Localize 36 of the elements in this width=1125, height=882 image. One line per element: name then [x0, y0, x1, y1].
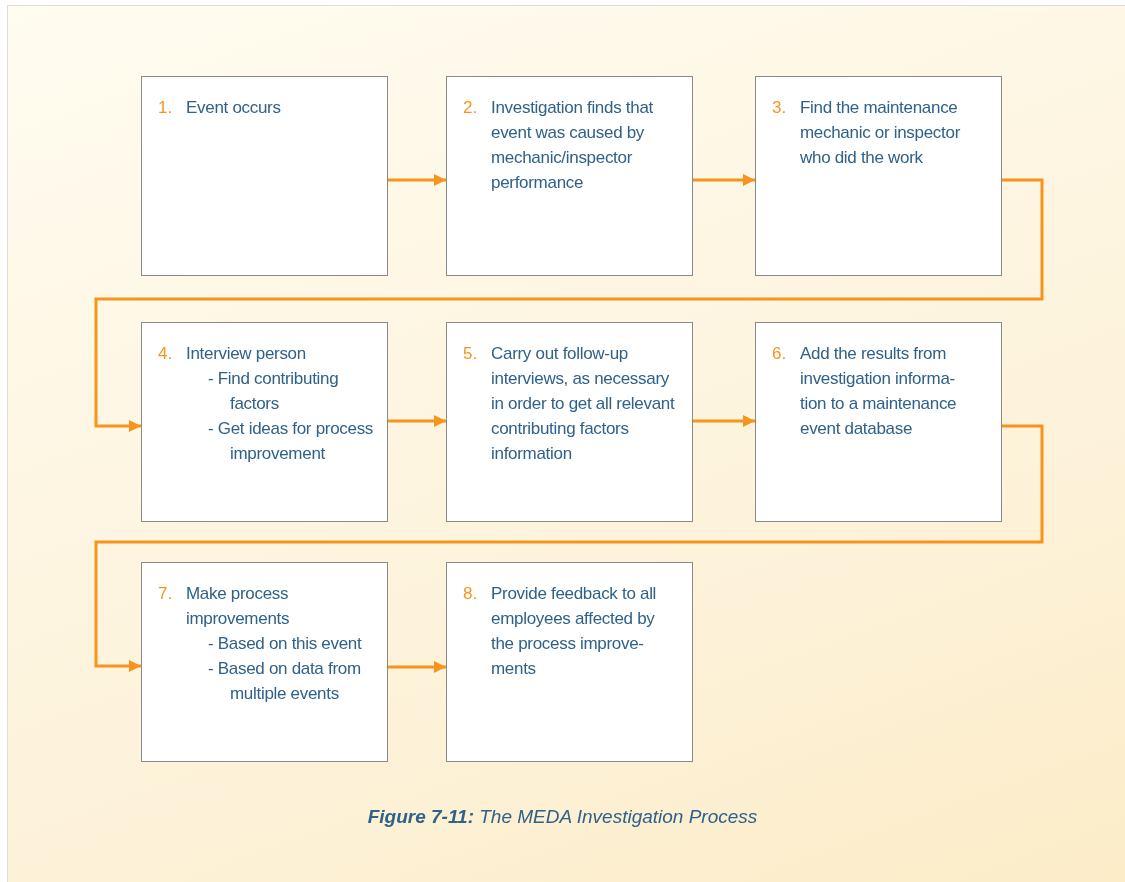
bullet-text: - Find contributing factors	[208, 368, 340, 415]
process-box	[141, 562, 388, 762]
arrow	[94, 424, 1044, 672]
step-number: 6.	[772, 343, 787, 365]
process-box	[755, 322, 1002, 522]
step-number: 5.	[463, 343, 478, 365]
step-text: Provide feedback to all employees affected by the process improve- ments	[491, 583, 658, 680]
step-text: Interview person	[186, 343, 307, 365]
step-text: Find the maintenance mechanic or inspector who did the work	[800, 97, 961, 169]
figure-caption: Figure 7-11: The MEDA Investigation Process	[367, 806, 758, 827]
bullet-text: - Get ideas for process improvement	[208, 418, 375, 465]
step-number: 8.	[463, 583, 478, 605]
step-text: Event occurs	[186, 97, 282, 119]
step-text: Carry out follow-up interviews, as necessary in order to get all relevant contributing factors information	[491, 343, 676, 465]
arrow	[94, 178, 1044, 432]
arrow	[388, 415, 446, 427]
process-box	[755, 76, 1002, 276]
process-box	[446, 76, 693, 276]
arrow	[388, 174, 446, 186]
step-text: Investigation finds that event was caused by mechanic/inspector performance	[491, 97, 654, 194]
bullet-text: - Based on data from multiple events	[208, 658, 362, 705]
arrow	[693, 415, 755, 427]
step-number: 1.	[158, 97, 173, 119]
step-number: 2.	[463, 97, 478, 119]
process-box	[446, 322, 693, 522]
step-text: Make process improvements	[186, 583, 291, 630]
step-text: Add the results from investigation informa- tion to a maintenance event database	[800, 343, 958, 440]
arrow	[388, 661, 446, 673]
arrow	[693, 174, 755, 186]
step-number: 3.	[772, 97, 787, 119]
step-number: 4.	[158, 343, 173, 365]
bullet-text: - Based on this event	[208, 633, 363, 655]
process-box	[141, 76, 388, 276]
step-number: 7.	[158, 583, 173, 605]
process-box	[446, 562, 693, 762]
process-box	[141, 322, 388, 522]
